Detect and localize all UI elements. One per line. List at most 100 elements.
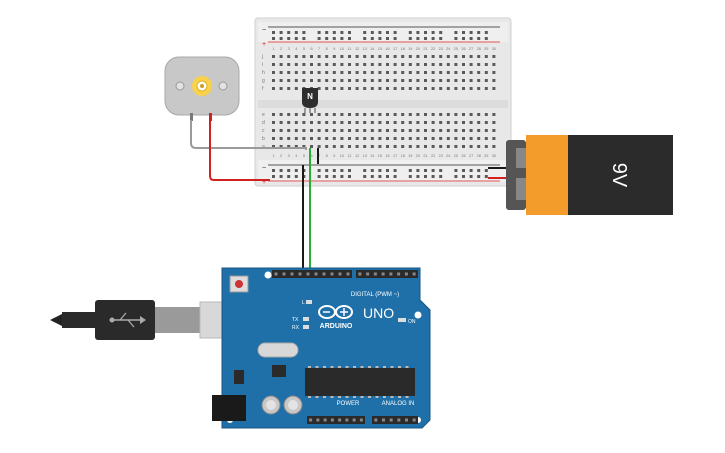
- breadboard-hole[interactable]: [477, 137, 481, 140]
- breadboard-hole[interactable]: [431, 63, 435, 66]
- breadboard-hole[interactable]: [401, 145, 405, 148]
- breadboard-hole[interactable]: [302, 55, 306, 58]
- motor-wire-gray[interactable]: [190, 120, 307, 150]
- header-pin[interactable]: [306, 272, 310, 276]
- breadboard-hole[interactable]: [462, 37, 465, 40]
- breadboard-hole[interactable]: [424, 31, 427, 34]
- header-pin[interactable]: [338, 418, 342, 422]
- breadboard-hole[interactable]: [325, 63, 329, 66]
- breadboard-hole[interactable]: [317, 113, 321, 116]
- breadboard-hole[interactable]: [294, 145, 298, 148]
- breadboard-hole[interactable]: [302, 145, 306, 148]
- arduino-uno[interactable]: DIGITAL (PWM ~) L TX RX ARDUINO UNO ON: [212, 267, 431, 429]
- breadboard-hole[interactable]: [424, 55, 427, 58]
- breadboard-hole[interactable]: [462, 55, 465, 58]
- breadboard-hole[interactable]: [310, 121, 313, 124]
- breadboard-hole[interactable]: [454, 121, 458, 124]
- breadboard-hole[interactable]: [355, 129, 359, 132]
- breadboard-hole[interactable]: [325, 129, 329, 132]
- breadboard-hole[interactable]: [348, 63, 351, 66]
- usb-cable[interactable]: [50, 300, 251, 340]
- breadboard-hole[interactable]: [294, 31, 298, 34]
- breadboard-hole[interactable]: [279, 71, 283, 74]
- breadboard-hole[interactable]: [317, 137, 321, 140]
- breadboard-hole[interactable]: [302, 71, 306, 74]
- breadboard-hole[interactable]: [355, 55, 359, 58]
- breadboard-hole[interactable]: [317, 175, 321, 178]
- breadboard-hole[interactable]: [348, 137, 351, 140]
- breadboard-hole[interactable]: [408, 129, 412, 132]
- breadboard-hole[interactable]: [279, 169, 283, 172]
- breadboard-hole[interactable]: [492, 63, 496, 66]
- breadboard-hole[interactable]: [462, 137, 465, 140]
- breadboard-hole[interactable]: [477, 31, 481, 34]
- breadboard-hole[interactable]: [424, 79, 427, 82]
- breadboard-hole[interactable]: [454, 113, 458, 116]
- breadboard-hole[interactable]: [340, 113, 344, 116]
- breadboard-hole[interactable]: [279, 87, 283, 90]
- breadboard-hole[interactable]: [408, 37, 412, 40]
- breadboard-hole[interactable]: [325, 37, 329, 40]
- breadboard-hole[interactable]: [492, 87, 496, 90]
- breadboard-hole[interactable]: [287, 37, 291, 40]
- breadboard-hole[interactable]: [363, 55, 367, 58]
- breadboard-hole[interactable]: [378, 71, 382, 74]
- header-pin[interactable]: [298, 272, 302, 276]
- breadboard-hole[interactable]: [462, 169, 465, 172]
- breadboard-hole[interactable]: [462, 71, 465, 74]
- header-pin[interactable]: [323, 418, 327, 422]
- breadboard-hole[interactable]: [340, 129, 344, 132]
- breadboard-hole[interactable]: [279, 55, 283, 58]
- breadboard-hole[interactable]: [454, 87, 458, 90]
- breadboard-hole[interactable]: [348, 175, 351, 178]
- breadboard-hole[interactable]: [310, 71, 313, 74]
- breadboard-hole[interactable]: [370, 175, 374, 178]
- breadboard-hole[interactable]: [408, 63, 412, 66]
- breadboard-hole[interactable]: [431, 175, 435, 178]
- breadboard-hole[interactable]: [431, 55, 435, 58]
- breadboard-hole[interactable]: [469, 71, 473, 74]
- header-pin[interactable]: [330, 418, 334, 422]
- breadboard-hole[interactable]: [378, 129, 382, 132]
- breadboard-hole[interactable]: [279, 121, 283, 124]
- breadboard-hole[interactable]: [408, 71, 412, 74]
- breadboard-hole[interactable]: [454, 145, 458, 148]
- breadboard-hole[interactable]: [439, 87, 443, 90]
- breadboard-hole[interactable]: [272, 121, 275, 124]
- breadboard-hole[interactable]: [294, 79, 298, 82]
- breadboard-hole[interactable]: [469, 63, 473, 66]
- breadboard-hole[interactable]: [424, 129, 427, 132]
- breadboard-hole[interactable]: [325, 137, 329, 140]
- breadboard-hole[interactable]: [454, 55, 458, 58]
- breadboard-hole[interactable]: [416, 175, 420, 178]
- breadboard-hole[interactable]: [363, 113, 367, 116]
- breadboard-hole[interactable]: [332, 31, 336, 34]
- breadboard-hole[interactable]: [393, 79, 397, 82]
- breadboard-hole[interactable]: [370, 121, 374, 124]
- breadboard-hole[interactable]: [454, 63, 458, 66]
- breadboard-hole[interactable]: [393, 55, 397, 58]
- breadboard-hole[interactable]: [348, 79, 351, 82]
- breadboard-hole[interactable]: [272, 63, 275, 66]
- breadboard-hole[interactable]: [469, 169, 473, 172]
- breadboard-hole[interactable]: [446, 137, 450, 140]
- header-pin[interactable]: [373, 272, 377, 276]
- header-pin[interactable]: [389, 272, 393, 276]
- breadboard-hole[interactable]: [401, 129, 405, 132]
- breadboard-hole[interactable]: [431, 71, 435, 74]
- breadboard-hole[interactable]: [340, 137, 344, 140]
- breadboard-hole[interactable]: [386, 129, 389, 132]
- breadboard-hole[interactable]: [348, 37, 351, 40]
- breadboard-hole[interactable]: [348, 31, 351, 34]
- breadboard-hole[interactable]: [317, 71, 321, 74]
- breadboard-hole[interactable]: [401, 113, 405, 116]
- breadboard-hole[interactable]: [370, 145, 374, 148]
- breadboard-hole[interactable]: [272, 31, 275, 34]
- breadboard-hole[interactable]: [484, 55, 488, 58]
- breadboard-hole[interactable]: [340, 71, 344, 74]
- breadboard-hole[interactable]: [294, 121, 298, 124]
- breadboard-hole[interactable]: [408, 145, 412, 148]
- breadboard-hole[interactable]: [363, 137, 367, 140]
- breadboard-hole[interactable]: [287, 113, 291, 116]
- breadboard-hole[interactable]: [416, 129, 420, 132]
